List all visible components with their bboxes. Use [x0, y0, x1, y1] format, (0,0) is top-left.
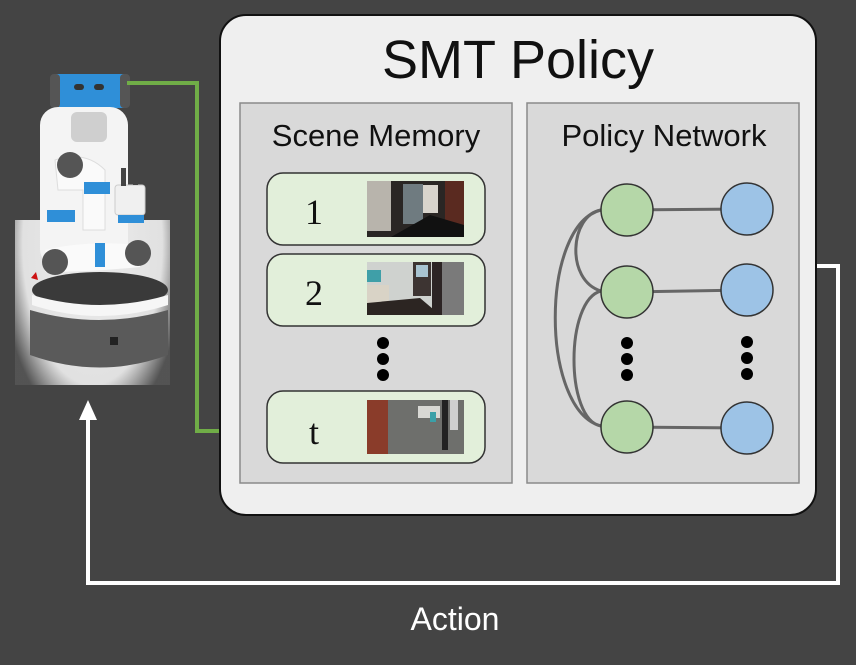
memory-item-index: 2: [305, 273, 323, 313]
observation-image: [367, 262, 464, 315]
scene-memory-panel: Scene Memory 1 2: [239, 102, 513, 484]
decoder-node: [720, 263, 774, 317]
smt-policy-title: SMT Policy: [382, 30, 654, 90]
fetch-robot-image: [15, 70, 170, 385]
encoder-node: [600, 400, 654, 454]
robot-base: [30, 310, 168, 368]
decoder-node: [720, 401, 774, 455]
scene-memory-label: Scene Memory: [272, 118, 481, 153]
memory-item: t: [266, 390, 486, 464]
memory-item-index: t: [309, 412, 319, 452]
observation-image: [367, 181, 464, 237]
action-label: Action: [411, 601, 500, 637]
encoder-node: [600, 183, 654, 237]
ellipsis-dots: [377, 337, 389, 381]
action-arrow: [79, 264, 840, 585]
memory-item: 1: [266, 172, 486, 246]
memory-item: 2: [266, 253, 486, 327]
memory-encoder-nodes: [600, 183, 654, 454]
robot-head: [50, 74, 130, 108]
decoder-nodes: [720, 182, 774, 455]
encoder-node: [600, 265, 654, 319]
decoder-node: [720, 182, 774, 236]
policy-network-panel: Policy Network: [526, 102, 800, 484]
policy-network-label: Policy Network: [562, 118, 767, 153]
memory-item-index: 1: [305, 192, 323, 232]
observation-image: [367, 400, 464, 454]
ellipsis-dots: [621, 336, 753, 381]
